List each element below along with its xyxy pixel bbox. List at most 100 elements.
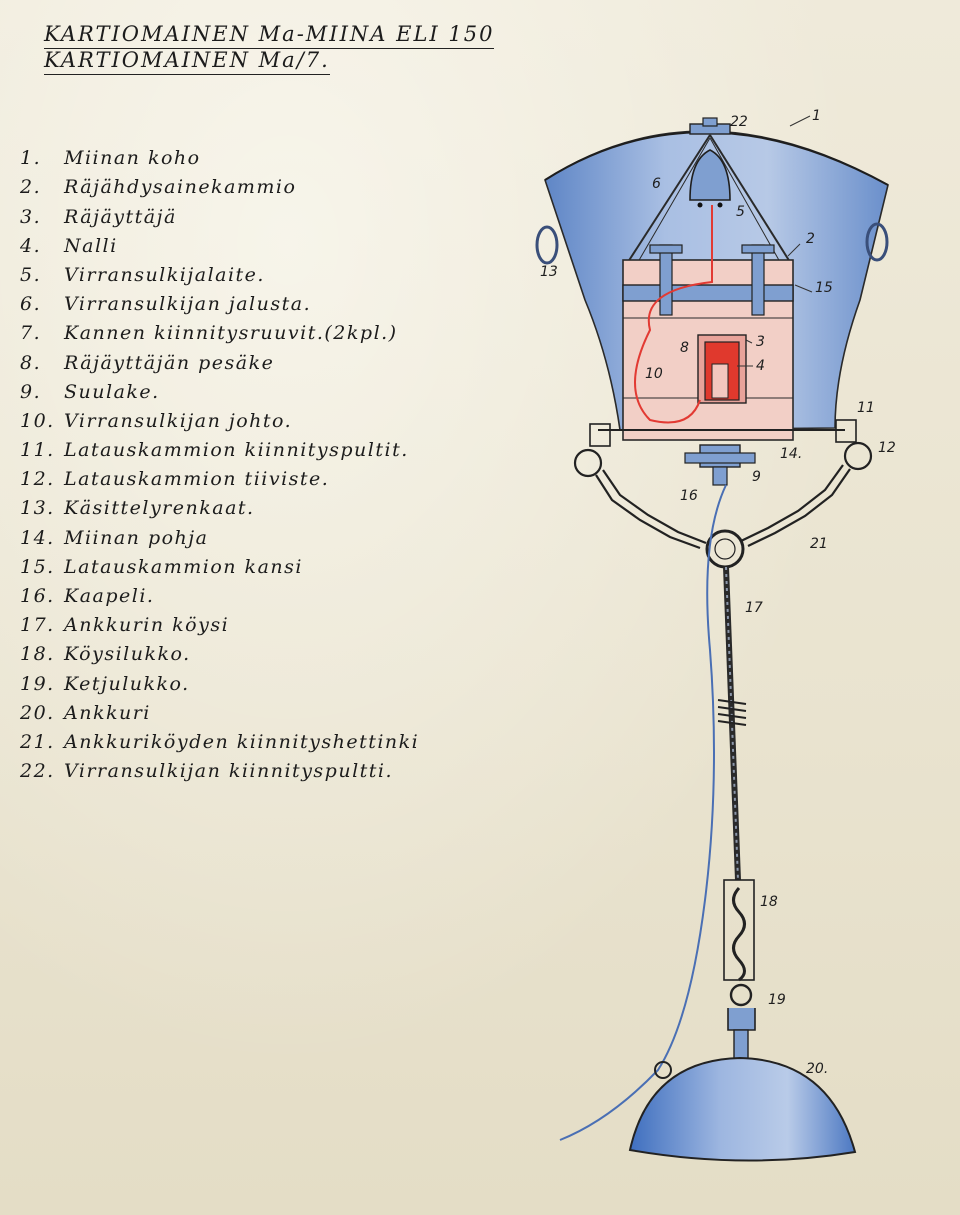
- handling-ring-right: [865, 222, 889, 262]
- legend-label: Virransulkijalaite.: [64, 263, 265, 286]
- legend-item: 17. Ankkurin köysi: [20, 607, 520, 636]
- parts-legend: 1. Miinan koho 2.Räjähdysainekammio 3. Räj…: [20, 140, 520, 782]
- page-title-line2: KARTIOMAINEN Ma/7.: [44, 48, 330, 75]
- legend-number: 11.: [20, 439, 55, 462]
- rope-whipping: [717, 699, 747, 726]
- legend-number: 16.: [20, 585, 55, 607]
- callout-4: 4: [756, 358, 765, 374]
- anchor: [628, 1056, 857, 1162]
- legend-number: 1.: [20, 147, 42, 170]
- legend-label: Nalli: [64, 234, 118, 257]
- legend-label: Räjäyttäjä: [64, 205, 177, 228]
- legend-number: 8.: [20, 351, 42, 374]
- callout-2: 2: [806, 231, 815, 247]
- legend-label: Latauskammion tiiviste.: [64, 468, 330, 491]
- legend-item: 15. Latauskammion kansi: [20, 549, 520, 578]
- legend-item: 10.Virransulkijan johto.: [20, 403, 520, 432]
- callout-1: 1: [812, 108, 821, 124]
- legend-item: 19.Ketjulukko.: [20, 665, 520, 695]
- legend-number: 5.: [20, 263, 42, 286]
- legend-item: 18. Köysilukko.: [20, 636, 520, 665]
- legend-number: 7.: [20, 322, 42, 345]
- legend-label: Virransulkijan kiinnityspultti.: [64, 760, 394, 783]
- legend-number: 3.: [20, 205, 42, 228]
- callout-10: 10: [645, 366, 663, 382]
- legend-item: 1. Miinan koho: [20, 140, 520, 169]
- legend-label: Ankkurin köysi: [64, 614, 230, 637]
- legend-item: 11. Latauskammion kiinnityspultit.: [20, 432, 520, 461]
- legend-number: 20.: [20, 701, 55, 724]
- legend-label: Kaapeli.: [64, 585, 155, 607]
- legend-item: 9. Suulake.: [20, 374, 520, 403]
- legend-number: 15.: [20, 555, 55, 578]
- callout-17: 17: [745, 600, 763, 616]
- callout-15: 15: [815, 280, 833, 296]
- chain-lock: [727, 1008, 756, 1031]
- legend-item: 8. Räjäyttäjän pesäke: [20, 344, 520, 374]
- legend-number: 22.: [20, 760, 55, 783]
- legend-item: 2.Räjähdysainekammio: [20, 169, 520, 198]
- callout-16: 16: [680, 488, 698, 504]
- legend-number: 19.: [20, 672, 55, 695]
- page-title-line1: KARTIOMAINEN Ma-MIINA ELI 150: [44, 22, 495, 49]
- handling-ring-left: [535, 225, 559, 265]
- legend-item: 21. Ankkuriköyden kiinnityshettinki: [20, 724, 520, 753]
- legend-number: 9.: [20, 380, 42, 403]
- legend-label: Räjäyttäjän pesäke: [64, 351, 275, 374]
- callout-13: 13: [540, 264, 558, 280]
- callout-3: 3: [756, 334, 765, 350]
- callout-21: 21: [810, 536, 828, 552]
- legend-number: 4.: [20, 234, 42, 257]
- legend-item: 13.Käsittelyrenkaat.: [20, 490, 520, 519]
- legend-label: Köysilukko.: [64, 643, 191, 666]
- legend-number: 12.: [20, 468, 55, 491]
- legend-label: Kannen kiinnitysruuvit.(2kpl.): [64, 322, 398, 345]
- callout-11: 11: [857, 400, 875, 416]
- legend-label: Räjähdysainekammio: [64, 176, 297, 199]
- legend-number: 17.: [20, 614, 55, 637]
- legend-number: 21.: [20, 730, 55, 753]
- legend-item: 4. Nalli: [20, 228, 520, 257]
- legend-item: 12. Latauskammion tiiviste.: [20, 461, 520, 490]
- callout-6: 6: [652, 176, 661, 192]
- legend-label: Ankkuri: [64, 701, 151, 724]
- legend-item: 3. Räjäyttäjä: [20, 198, 520, 228]
- legend-item: 6.Virransulkijan jalusta.: [20, 286, 520, 315]
- callout-19: 19: [768, 992, 786, 1008]
- legend-number: 18.: [20, 643, 55, 666]
- switch-wire: [634, 205, 713, 424]
- legend-label: Latauskammion kiinnityspultit.: [64, 439, 409, 462]
- legend-item: 14. Miinan pohja: [20, 519, 520, 549]
- legend-label: Ankkuriköyden kiinnityshettinki: [64, 730, 420, 753]
- cable: [559, 484, 727, 1141]
- legend-item: 16. Kaapeli.: [20, 578, 520, 607]
- legend-label: Latauskammion kansi: [64, 555, 303, 578]
- callout-9: 9: [752, 469, 761, 485]
- callout-5: 5: [736, 204, 745, 220]
- mine-bottom-flange-right: [835, 419, 857, 443]
- legend-number: 14.: [20, 526, 55, 549]
- legend-item: 5. Virransulkijalaite.: [20, 257, 520, 286]
- legend-item: 7. Kannen kiinnitysruuvit.(2kpl.): [20, 315, 520, 344]
- legend-label: Miinan pohja: [64, 526, 209, 549]
- legend-label: Miinan koho: [64, 147, 201, 170]
- mine-bottom-flange-left: [589, 423, 611, 447]
- callout-22: 22: [730, 114, 748, 130]
- callout-20: 20.: [806, 1061, 828, 1077]
- callout-18: 18: [760, 894, 778, 910]
- legend-item: 20. Ankkuri: [20, 695, 520, 724]
- legend-label: Suulake.: [64, 380, 160, 403]
- mooring-ring: [705, 529, 745, 569]
- lid-screw-right: [751, 244, 765, 316]
- legend-number: 10.: [20, 409, 55, 432]
- callout-12: 12: [878, 440, 896, 456]
- legend-item: 22. Virransulkijan kiinnityspultti.: [20, 753, 520, 782]
- switch-bell: [689, 149, 731, 201]
- detonator-cap: [711, 363, 729, 399]
- legend-number: 6.: [20, 293, 42, 316]
- rope-lock: [723, 879, 755, 981]
- lid-screw-left: [659, 244, 673, 316]
- chamber-lid: [622, 284, 794, 302]
- callout-8: 8: [680, 340, 689, 356]
- legend-label: Käsittelyrenkaat.: [64, 497, 255, 520]
